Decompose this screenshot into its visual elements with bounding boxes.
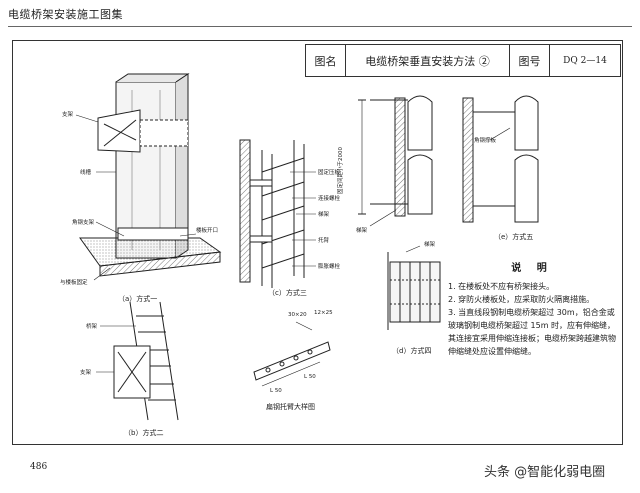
- label-m5-angle-support: 角钢撑板: [474, 138, 497, 144]
- caption-detail: 扁钢托臂大样图: [266, 403, 315, 411]
- label-m5-ladder: 梯架: [356, 228, 368, 234]
- dim-flat: 30×20: [288, 312, 307, 318]
- figure-detail-arm: [253, 321, 331, 387]
- dim-len-1: L 50: [270, 388, 282, 394]
- notes-heading: 说 明: [511, 263, 553, 274]
- figure-method-2: [96, 301, 179, 421]
- figure-method-4: [387, 245, 441, 330]
- label-m3-ladder: 梯架: [318, 212, 330, 218]
- dim-hole: 12×25: [314, 310, 333, 316]
- figure-method-1: [75, 73, 222, 281]
- note-item: 2. 穿防火楼板处，应采取防火隔离措施。: [448, 295, 595, 304]
- label-m3-connect-bolt: 连接螺栓: [318, 196, 341, 202]
- caption-method-4: （d）方式四: [392, 347, 432, 355]
- label-m1-tray: 线槽: [80, 170, 92, 176]
- header-rule: [8, 26, 632, 27]
- page-number: 486: [30, 462, 48, 472]
- label-m4-ladder: 梯架: [424, 242, 436, 248]
- page-header: 电缆桥架安装施工图集: [8, 8, 123, 21]
- label-m3-expansion-bolt: 膨胀螺栓: [318, 264, 341, 270]
- figure-method-5: [358, 95, 539, 227]
- caption-method-1: （a）方式一: [118, 295, 158, 303]
- caption-method-3: （c）方式三: [268, 289, 307, 297]
- watermark: 头条 @智能化弱电圈: [484, 465, 606, 480]
- label-m1-slab-opening: 楼板开口: [196, 228, 219, 234]
- drawing-frame: [12, 40, 623, 445]
- label-m2-bracket: 支架: [80, 370, 92, 376]
- dim-len-2: L 50: [304, 374, 316, 380]
- caption-method-2: （b）方式二: [124, 429, 164, 437]
- label-m3-support-arm: 托臂: [318, 238, 330, 244]
- label-m1-fix-with-slab: 与楼板固定: [60, 280, 88, 286]
- label-m3-clamp-plate: 固定压板: [318, 170, 341, 176]
- note-item: 3. 当直线段钢制电缆桥架超过 30m，铝合金或玻璃钢制电缆桥架超过 15m 时…: [448, 308, 616, 356]
- drawing-name: 电缆桥架垂直安装方法 ②: [346, 45, 510, 76]
- caption-method-5: （e）方式五: [494, 233, 534, 241]
- notes-block: 说 明 1. 在楼板处不应有桥架接头。 2. 穿防火楼板处，应采取防火隔离措施。…: [448, 262, 616, 358]
- label-m2-ladder: 桥架: [86, 324, 98, 330]
- note-item: 1. 在楼板处不应有桥架接头。: [448, 282, 555, 291]
- drawing-no: DQ 2—14: [563, 55, 607, 66]
- label-no: 图号: [510, 45, 550, 76]
- label-m1-bracket: 支架: [62, 112, 74, 118]
- label-m1-angle-bracket: 角钢支架: [72, 220, 95, 226]
- label-m5-fix-distance: 固定间距小于2000: [338, 147, 344, 194]
- title-block: 图名 电缆桥架垂直安装方法 ② 图号 DQ 2—14: [305, 44, 621, 77]
- label-name: 图名: [306, 45, 346, 76]
- figure-method-3: [239, 139, 316, 288]
